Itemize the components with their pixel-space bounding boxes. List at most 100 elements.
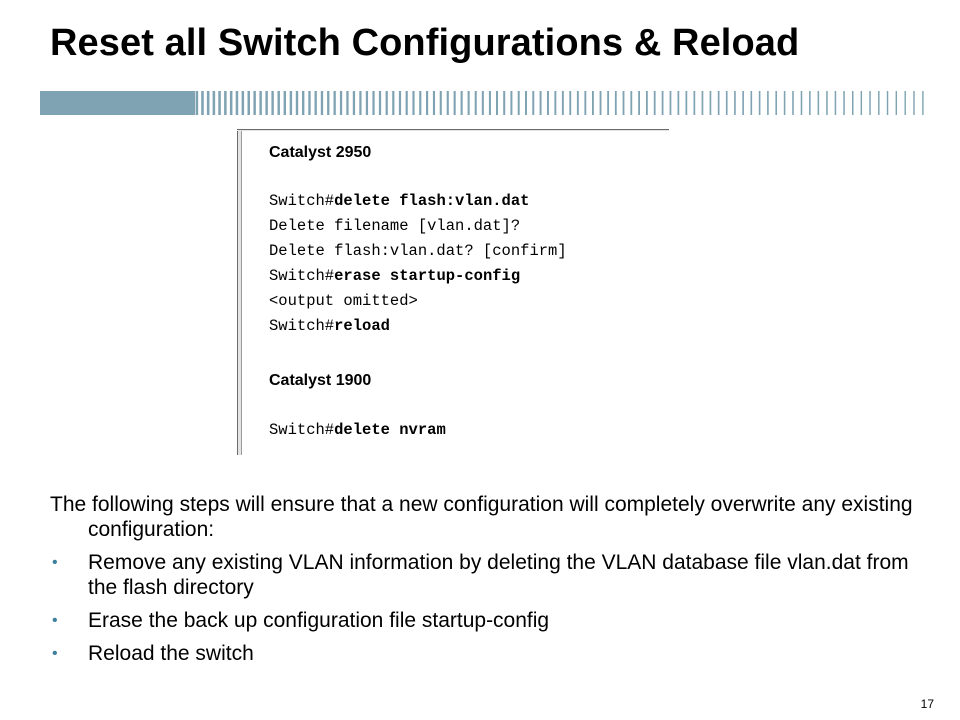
decorative-stripe [265,91,268,115]
decorative-stripe [412,91,415,115]
decorative-stripe [320,91,324,115]
decorative-stripe [372,91,375,115]
bullet-text: Erase the back up configuration file sta… [88,609,550,632]
decorative-stripe [614,91,617,115]
code-line: <output omitted> [269,292,418,310]
decorative-stripe [826,91,828,115]
decorative-stripe [886,91,889,115]
code-line: Delete flash:vlan.dat? [confirm] [269,242,567,260]
decorative-stripe [904,91,906,115]
section-heading-catalyst-1900: Catalyst 1900 [269,372,372,389]
code-line: Switch#delete nvram [269,421,446,439]
decorative-stripe [809,91,811,115]
decorative-stripe [295,91,299,115]
decorative-stripe [398,91,402,115]
code-panel-top-border [237,129,669,131]
code-line: Switch#delete flash:vlan.dat [269,192,529,210]
decorative-stripe [195,91,199,115]
bullet-icon: • [52,645,58,662]
decorative-stripe [405,91,408,115]
decorative-stripe [717,91,720,115]
decorative-stripe [569,91,572,115]
decorative-stripe [253,91,256,115]
code-prompt: Delete filename [vlan.dat]? [269,217,521,235]
bullet-icon: • [52,554,58,571]
decorative-stripe [852,91,854,115]
decorative-stripe [277,91,280,115]
decorative-stripe [339,91,343,115]
decorative-stripe [599,91,602,115]
decorative-stripe [742,91,744,115]
decorative-stripe [201,91,204,115]
decorative-stripe [792,91,794,115]
decorative-stripe [247,91,250,115]
decorative-stripe [860,91,863,115]
decorative-stripe [584,91,587,115]
code-command: delete nvram [334,421,446,439]
decorative-stripe [783,91,786,115]
decorative-stripe [701,91,704,115]
decorative-stripe [259,91,262,115]
code-prompt: <output omitted> [269,292,418,310]
decorative-stripe [218,91,221,115]
decorative-stripe [474,91,477,115]
decorative-stripe [750,91,753,115]
decorative-stripe [481,91,484,115]
decorative-stripe [359,91,362,115]
page-number: 17 [920,697,934,711]
decorative-stripe [758,91,761,115]
decorative-stripe [327,91,330,115]
decorative-stripe [622,91,625,115]
decorative-stripe [661,91,664,115]
decorative-stripe [283,91,287,115]
bullet-item: • Erase the back up configuration file s… [50,608,930,633]
slide-body: The following steps will ensure that a n… [50,492,930,674]
decorative-stripe [834,91,837,115]
code-prompt: Delete flash:vlan.dat? [confirm] [269,242,567,260]
decorative-stripe [576,91,579,115]
decorative-stripe [503,91,506,115]
bullet-item: • Reload the switch [50,641,930,666]
decorative-stripe [510,91,513,115]
code-prompt: Switch# [269,421,335,439]
decorative-solid-block [40,91,195,115]
decorative-stripe [392,91,395,115]
decorative-stripe [346,91,349,115]
code-panel-left-border [237,129,244,455]
decorative-stripe [352,91,356,115]
decorative-stripe [241,91,245,115]
decorative-stripe [206,91,210,115]
decorative-stripe [685,91,688,115]
decorative-stripe [333,91,336,115]
decorative-stripe [607,91,610,115]
decorative-stripe [592,91,594,115]
code-prompt: Switch# [269,192,335,210]
decorative-stripe [554,91,557,115]
decorative-stripe [432,91,436,115]
decorative-stripe [419,91,422,115]
decorative-stripe [453,91,456,115]
decorative-stripe [365,91,369,115]
decorative-stripes [180,91,924,115]
decorative-stripe [693,91,696,115]
code-prompt: Switch# [269,317,335,335]
decorative-stripe [229,91,233,115]
decorative-stripe [878,91,880,115]
decorative-stripe [271,91,274,115]
decorative-stripe [467,91,470,115]
bullet-item: • Remove any existing VLAN information b… [50,550,930,600]
code-line: Switch#reload [269,317,390,335]
decorative-stripe [235,91,239,115]
decorative-stripe [190,91,193,115]
decorative-stripe [725,91,728,115]
decorative-stripe [669,91,672,115]
decorative-stripe [446,91,449,115]
decorative-stripe [488,91,491,115]
decorative-stripe [869,91,871,115]
bullet-text: Remove any existing VLAN information by … [88,551,909,599]
decorative-stripe [561,91,564,115]
decorative-stripe [525,91,527,115]
intro-paragraph: The following steps will ensure that a n… [50,493,913,541]
decorative-stripe [630,91,633,115]
code-line: Switch#erase startup-config [269,267,520,285]
